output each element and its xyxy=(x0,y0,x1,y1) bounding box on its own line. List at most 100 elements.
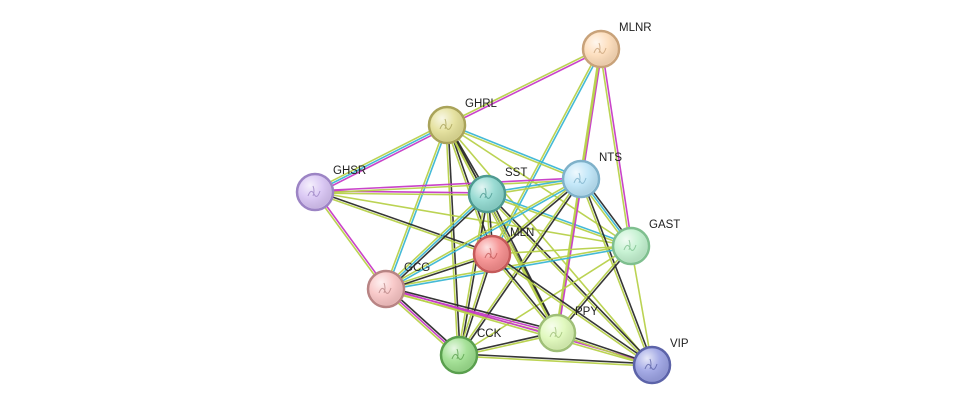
node-highlight xyxy=(475,237,509,271)
edge-layer xyxy=(313,47,654,367)
node-ghrl[interactable]: GHRL xyxy=(427,98,498,145)
protein-structure-icon xyxy=(451,348,465,360)
node-layer: MLNR GHRL NTS SST GHSR GAST MLN GCG PPY CCK VIP xyxy=(295,22,689,385)
protein-structure-icon xyxy=(479,187,493,199)
edge-strand-coexpression xyxy=(386,195,490,292)
edge-strand-coexpression xyxy=(487,193,559,333)
node-highlight xyxy=(635,348,669,382)
edge-strand-database xyxy=(386,179,582,291)
edge-strand-textmining xyxy=(313,122,447,191)
edge-mlnr-nts[interactable] xyxy=(579,48,603,180)
protein-structure-icon xyxy=(549,326,563,338)
edge-strand-textmining xyxy=(446,47,601,125)
edge-mln-vip[interactable] xyxy=(490,252,654,367)
edge-ghrl-gcg[interactable] xyxy=(384,124,449,290)
edge-sst-gcg[interactable] xyxy=(383,191,490,292)
edge-strand-experiments xyxy=(447,49,602,127)
edge-ghsr-nts[interactable] xyxy=(314,177,582,194)
edge-gast-vip[interactable] xyxy=(630,245,653,366)
edge-strand-experiments xyxy=(315,190,388,289)
edge-nts-vip[interactable] xyxy=(579,178,654,366)
node-highlight xyxy=(470,177,504,211)
node-label: GAST xyxy=(649,219,680,231)
node-vip[interactable]: VIP xyxy=(632,338,689,385)
node-label: GCG xyxy=(404,262,430,274)
node-label: PPY xyxy=(575,306,598,318)
edge-strand-textmining xyxy=(314,192,487,196)
edge-ghsr-gast[interactable] xyxy=(314,191,632,247)
edge-strand-textmining xyxy=(446,125,581,181)
edge-strand-coexpression xyxy=(386,286,558,332)
edge-strand-textmining xyxy=(630,245,653,366)
edge-ghsr-gcg[interactable] xyxy=(313,190,388,291)
edge-strand-textmining xyxy=(445,125,459,356)
protein-structure-icon xyxy=(484,247,498,259)
edge-mlnr-gast[interactable] xyxy=(599,48,633,247)
edge-strand-experiments xyxy=(581,49,603,180)
node-label: GHSR xyxy=(333,165,366,177)
node-label: SST xyxy=(505,167,527,179)
node-label: CCK xyxy=(477,328,502,340)
edge-strand-coexpression xyxy=(492,179,583,256)
edge-mlnr-ghrl[interactable] xyxy=(446,47,602,127)
node-highlight xyxy=(369,272,403,306)
node-mlnr[interactable]: MLNR xyxy=(581,22,652,69)
node-highlight xyxy=(442,338,476,372)
edge-gast-mln[interactable] xyxy=(491,245,632,255)
edge-sst-gast[interactable] xyxy=(486,192,632,248)
edge-strand-experiments xyxy=(601,48,633,246)
edge-ghrl-ghsr[interactable] xyxy=(313,122,449,195)
node-label: NTS xyxy=(599,152,622,164)
edge-strand-coexpression xyxy=(459,353,653,365)
protein-structure-icon xyxy=(573,172,587,184)
edge-strand-textmining xyxy=(385,289,652,367)
edge-strand-coexpression xyxy=(492,252,654,365)
edge-strand-textmining xyxy=(599,49,631,247)
edge-cck-vip[interactable] xyxy=(458,353,653,367)
node-highlight xyxy=(584,32,618,66)
node-sst[interactable]: SST xyxy=(467,167,527,214)
node-highlight xyxy=(540,316,574,350)
node-gcg[interactable]: GCG xyxy=(366,262,430,309)
node-label: GHRL xyxy=(465,98,498,110)
edge-nts-mln[interactable] xyxy=(490,177,583,256)
node-cck[interactable]: CCK xyxy=(439,328,502,375)
edge-gast-cck[interactable] xyxy=(458,245,632,356)
edge-ghrl-nts[interactable] xyxy=(446,123,582,181)
edge-nts-gcg[interactable] xyxy=(385,177,582,291)
edge-strand-coexpression xyxy=(459,179,583,357)
edge-strand-coexpression xyxy=(315,190,493,254)
node-label: MLNR xyxy=(619,22,652,34)
protein-structure-icon xyxy=(439,118,453,130)
edge-strand-textmining xyxy=(313,192,386,291)
node-nts[interactable]: NTS xyxy=(561,152,622,199)
node-gast[interactable]: GAST xyxy=(611,219,680,266)
protein-structure-icon xyxy=(593,42,607,54)
edge-strand-database xyxy=(487,192,632,246)
edge-strand-textmining xyxy=(458,245,632,356)
protein-structure-icon xyxy=(644,358,658,370)
node-ghsr[interactable]: GHSR xyxy=(295,165,366,212)
node-mln[interactable]: MLN xyxy=(472,227,534,274)
edge-strand-database xyxy=(386,246,632,291)
edge-strand-experiments xyxy=(315,126,449,195)
edge-strand-textmining xyxy=(314,191,632,247)
edge-strand-textmining xyxy=(485,194,652,367)
edge-strand-textmining xyxy=(458,355,652,367)
edge-strand-coexpression xyxy=(581,178,654,365)
node-ppy[interactable]: PPY xyxy=(537,306,598,353)
node-label: VIP xyxy=(670,338,689,350)
node-highlight xyxy=(564,162,598,196)
edge-sst-vip[interactable] xyxy=(485,192,654,367)
node-label: MLN xyxy=(510,227,534,239)
edge-strand-database xyxy=(385,193,488,290)
edge-ghrl-vip[interactable] xyxy=(446,124,653,366)
edge-strand-textmining xyxy=(446,124,653,366)
edge-strand-database xyxy=(314,124,448,193)
edge-strand-textmining xyxy=(486,194,631,248)
edge-strand-textmining xyxy=(579,179,652,366)
edge-strand-textmining xyxy=(490,254,652,367)
edge-strand-textmining xyxy=(490,177,581,254)
node-highlight xyxy=(298,175,332,209)
